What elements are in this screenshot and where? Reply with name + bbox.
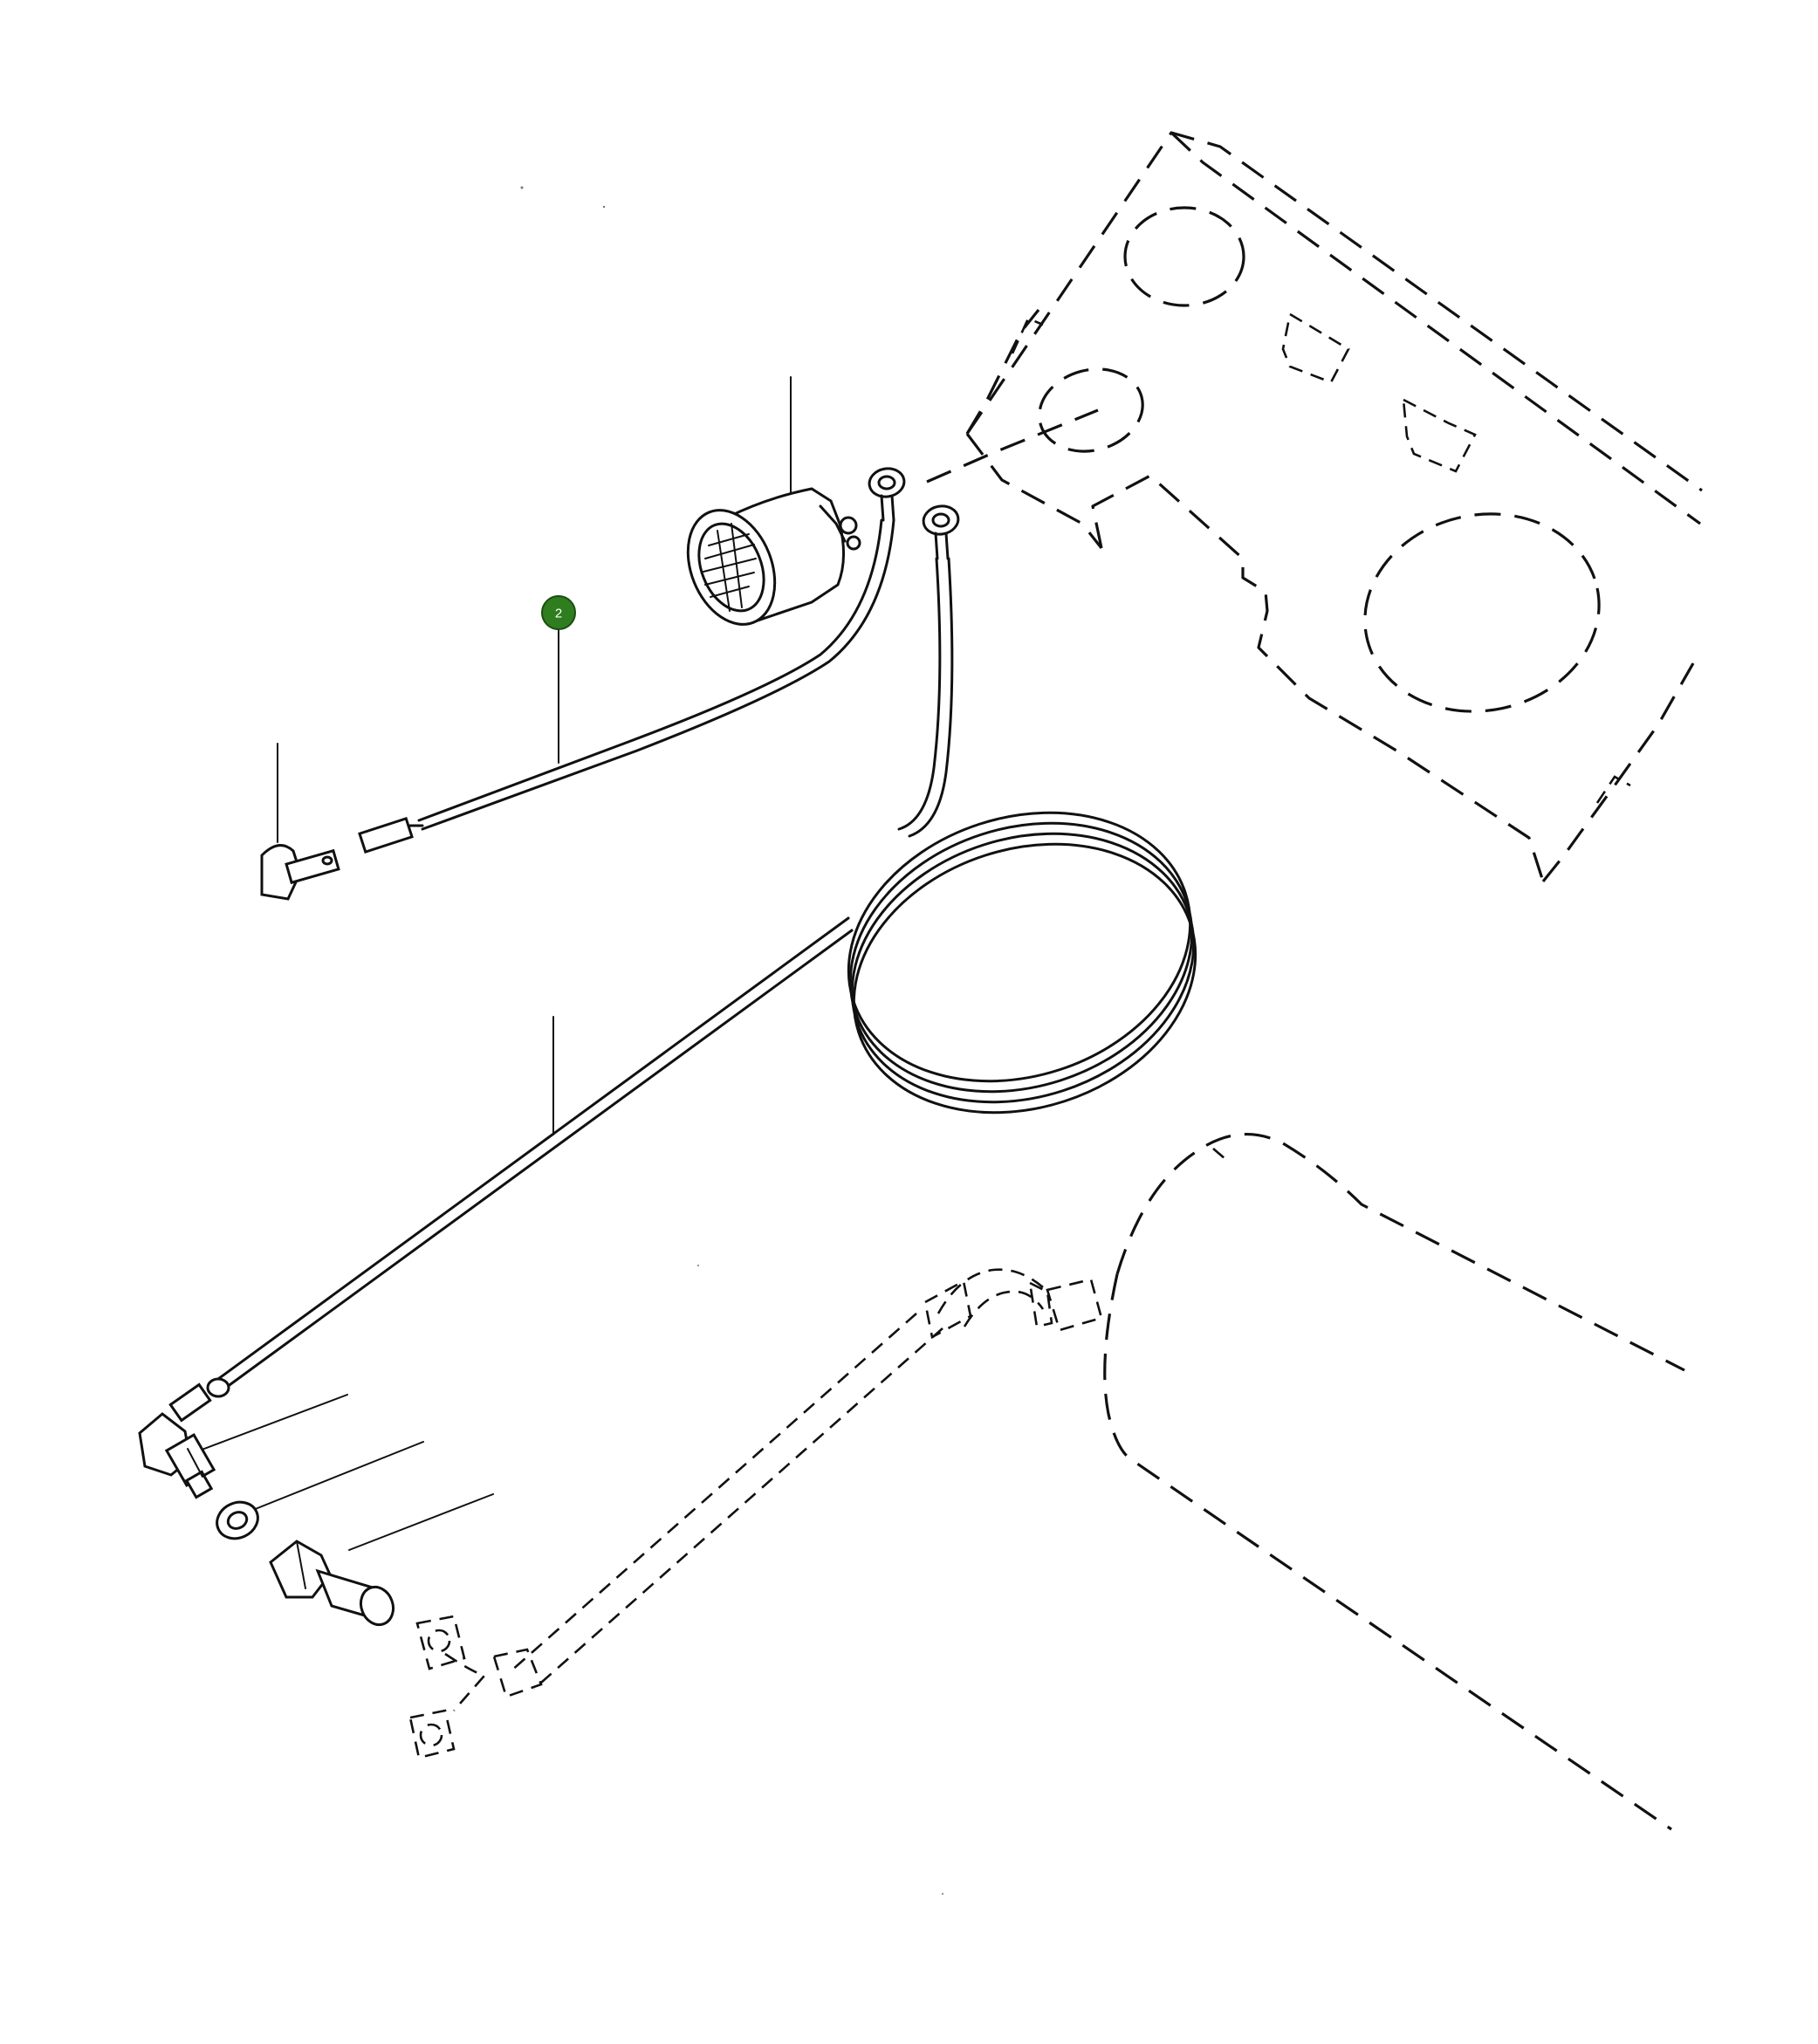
elbow-connector-top[interactable] (260, 743, 340, 901)
oil-pipe-dashed (408, 1268, 1103, 1759)
long-wire-harness[interactable] (168, 504, 1231, 1423)
scan-specks (520, 186, 944, 1896)
tank-dashed (1103, 1133, 1685, 1831)
sealing-washer[interactable] (211, 1441, 424, 1545)
callout-2[interactable]: 2 (541, 595, 576, 764)
gauge-face-pattern (703, 523, 757, 612)
short-wire-harness[interactable] (358, 466, 907, 854)
adapter-fitting[interactable] (269, 1493, 494, 1629)
gauge-assembly[interactable] (672, 376, 861, 637)
callout-2-label: 2 (555, 607, 562, 621)
callout-2-badge[interactable] (541, 595, 576, 630)
dashboard-panel (926, 131, 1703, 882)
oil-pressure-sender[interactable] (138, 1394, 348, 1499)
